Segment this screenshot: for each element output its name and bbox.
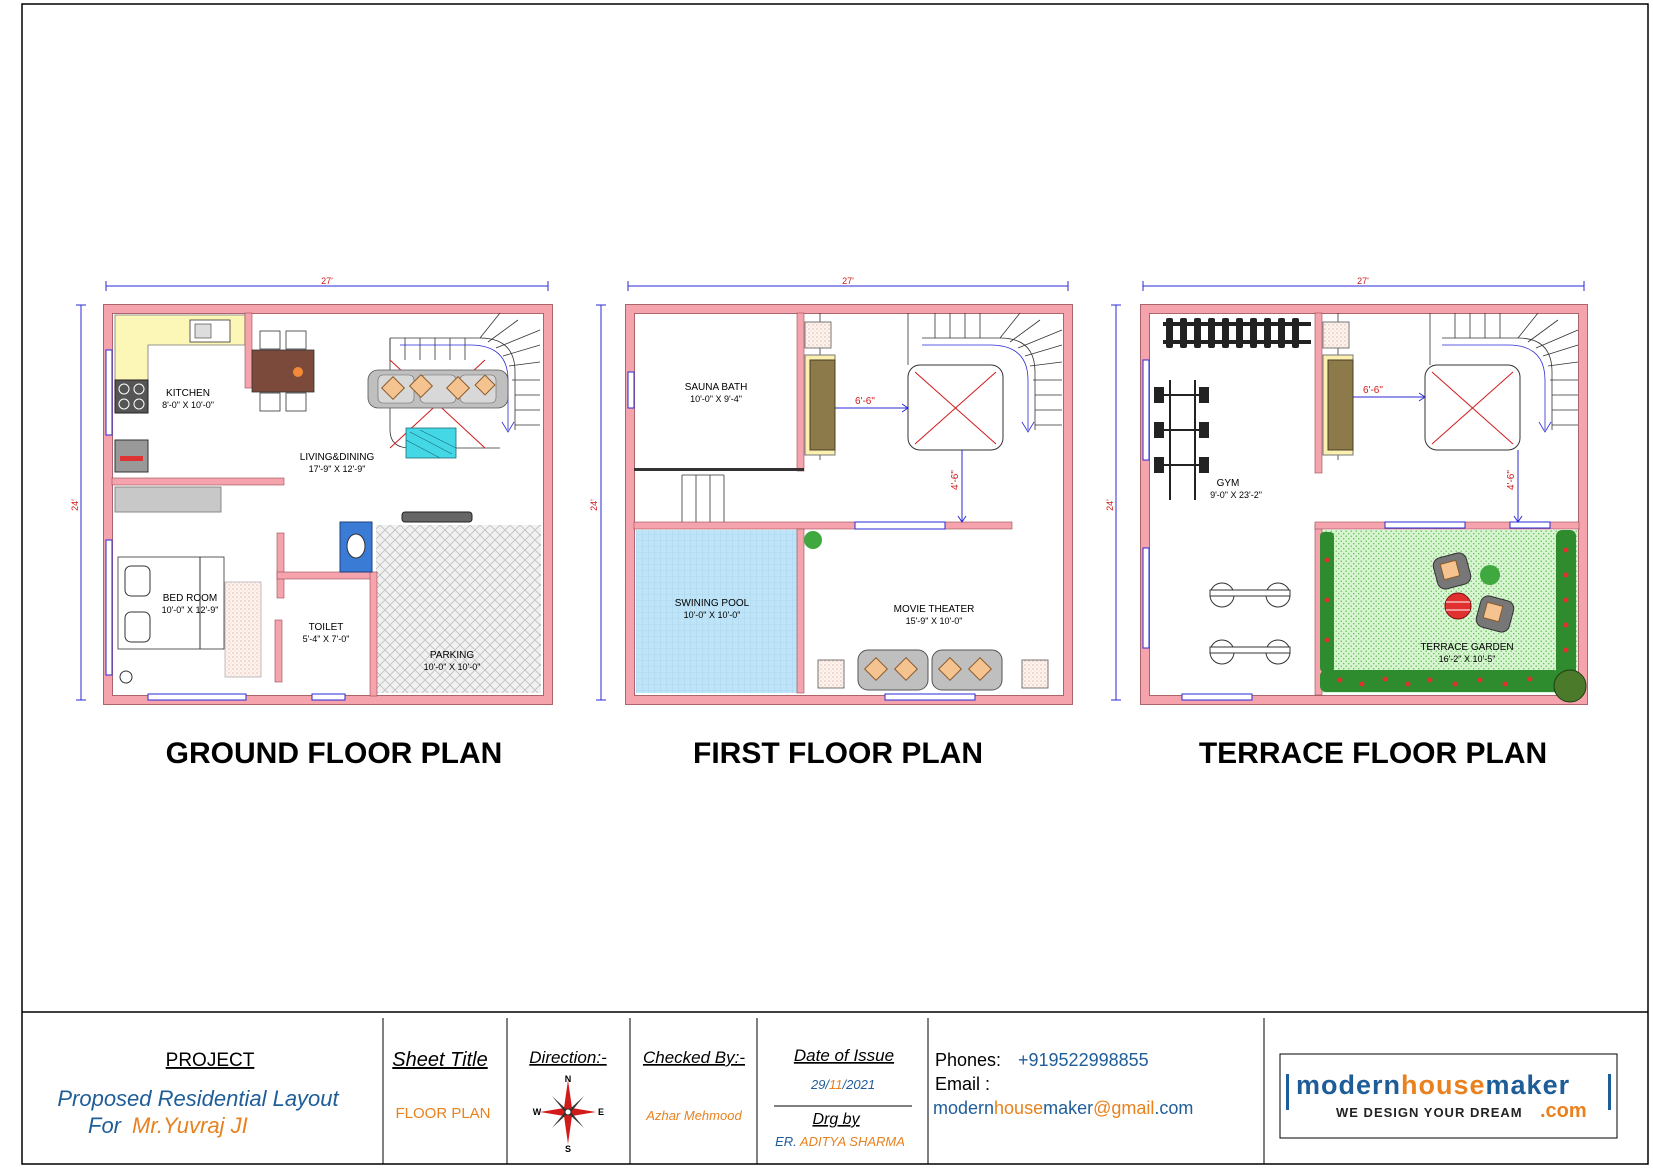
room-size: 15'-9" X 10'-0" <box>906 616 963 626</box>
toilet-drain <box>119 670 133 684</box>
svg-text:S: S <box>565 1144 571 1154</box>
room-size: 17'-9" X 12'-9" <box>309 464 366 474</box>
staircase-landing <box>681 474 725 522</box>
room-name: MOVIE THEATER <box>894 604 975 615</box>
garden-chairs <box>1432 552 1515 633</box>
compass-icon: N S W E <box>533 1074 604 1154</box>
room-name: TOILET <box>309 622 344 633</box>
plan-title: TERRACE FLOOR PLAN <box>1199 737 1547 770</box>
date-label: Date of Issue <box>794 1046 894 1065</box>
project-name: Proposed Residential Layout <box>57 1086 339 1111</box>
theater-sofa <box>857 649 1003 691</box>
email-address: modernhousemaker@gmail.com <box>933 1098 1193 1118</box>
sheet-title: FLOOR PLAN <box>395 1105 490 1122</box>
dimension-label: 4'-6" <box>1506 470 1517 490</box>
sheet-title-label: Sheet Title <box>392 1049 487 1071</box>
checked-by-name: Azhar Mehmood <box>645 1108 742 1123</box>
wardrobe <box>114 486 222 513</box>
plan-title: FIRST FLOOR PLAN <box>693 737 983 770</box>
parking-floor <box>376 525 541 693</box>
flowers <box>1324 547 1569 687</box>
room-size: 10'-0" X 10'-0" <box>424 662 481 672</box>
dimension-label: 6'-6" <box>855 396 875 407</box>
room-name: GYM <box>1217 478 1240 489</box>
room-size: 5'-4" X 7'-0" <box>303 634 350 644</box>
logo-text: modernhousemaker <box>1296 1070 1570 1100</box>
dimension-width: 27' <box>321 276 333 286</box>
tree <box>1553 669 1587 703</box>
drg-name: ER. ADITYA SHARMA <box>775 1134 905 1149</box>
sofa <box>367 369 509 409</box>
phones-label: Phones: <box>935 1050 1001 1070</box>
room-size: 8'-0" X 10'-0" <box>162 400 214 410</box>
dimension-height: 24' <box>589 499 599 511</box>
room-size: 10'-0" X 9'-4" <box>690 394 742 404</box>
car <box>401 511 473 523</box>
stove <box>114 379 149 414</box>
side-table <box>1021 659 1049 689</box>
side-table <box>817 659 845 689</box>
plant <box>804 531 822 549</box>
terrace-floor-plan: 27' 24' <box>1105 276 1588 770</box>
direction-label: Direction:- <box>529 1048 607 1067</box>
dimension-label: 6'-6" <box>1363 385 1383 396</box>
bed <box>117 556 225 650</box>
side-table <box>1322 321 1350 349</box>
ground-floor-plan: 27' 24' <box>70 276 553 770</box>
room-name: SWINING POOL <box>675 598 750 609</box>
staircase <box>1442 312 1579 433</box>
checked-by-label: Checked By:- <box>643 1048 745 1067</box>
dimension-height: 24' <box>70 499 80 511</box>
project-client: Mr.Yuvraj JI <box>132 1113 248 1138</box>
room-name: KITCHEN <box>166 388 210 399</box>
staircase <box>922 312 1063 433</box>
phone-number: +919522998855 <box>1018 1050 1149 1070</box>
dimension-height: 24' <box>1105 499 1115 511</box>
email-label: Email : <box>935 1074 990 1094</box>
svg-text:N: N <box>565 1074 572 1084</box>
room-size: 9'-0" X 23'-2" <box>1210 490 1262 500</box>
drg-label: Drg by <box>812 1111 860 1128</box>
company-logo: modernhousemaker WE DESIGN YOUR DREAM .c… <box>1279 1053 1618 1139</box>
plan-title: GROUND FLOOR PLAN <box>166 737 503 770</box>
side-table <box>804 321 832 349</box>
swimming-pool <box>636 530 798 693</box>
dumbbell-rack <box>1163 318 1311 348</box>
plant <box>1480 565 1500 585</box>
first-floor-plan: 27' 24' <box>589 276 1073 770</box>
room-name: SAUNA BATH <box>685 382 748 393</box>
date-value: 29/11/2021 <box>810 1077 875 1092</box>
svg-text:E: E <box>598 1107 604 1117</box>
dining-table <box>251 330 315 412</box>
sheet-border <box>21 3 1649 1165</box>
room-name: TERRACE GARDEN <box>1420 642 1513 653</box>
svg-text:W: W <box>533 1107 542 1117</box>
room-name: PARKING <box>430 650 474 661</box>
dimension-label: 4'-6" <box>950 470 961 490</box>
dimension-width: 27' <box>842 276 854 286</box>
title-block: PROJECT Proposed Residential Layout For … <box>57 1018 1618 1164</box>
room-size: 16'-2" X 10'-5" <box>1439 654 1496 664</box>
room-size: 10'-0" X 12'-9" <box>162 605 219 615</box>
project-label: PROJECT <box>166 1050 255 1071</box>
exercise-bike <box>1209 582 1291 665</box>
room-name: BED ROOM <box>163 593 217 604</box>
weight-bench <box>1154 380 1209 500</box>
dimension-width: 27' <box>1357 276 1369 286</box>
hedge <box>1320 530 1576 692</box>
room-size: 10'-0" X 10'-0" <box>684 610 741 620</box>
project-for: For <box>88 1113 123 1138</box>
room-name: LIVING&DINING <box>300 452 375 463</box>
rug <box>224 581 262 678</box>
logo-tagline: WE DESIGN YOUR DREAM <box>1336 1105 1523 1120</box>
logo-com: .com <box>1540 1100 1587 1122</box>
